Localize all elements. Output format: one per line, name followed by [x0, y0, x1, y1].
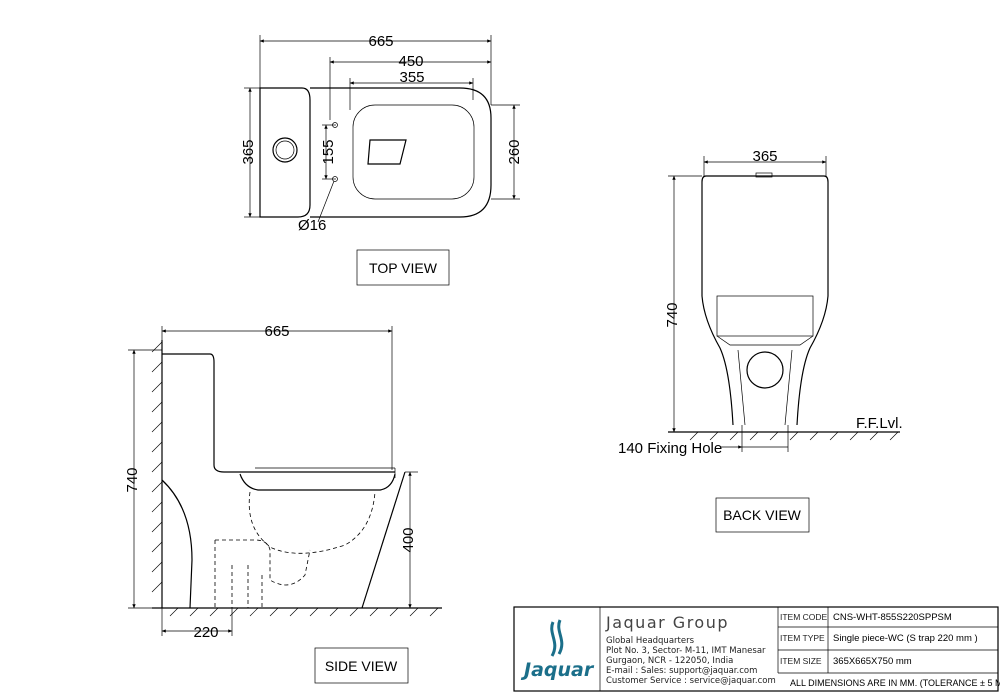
- back-fixing-hole: 140 Fixing Hole: [618, 440, 722, 457]
- company-name: Jaquar Group: [605, 613, 729, 632]
- field-value-type: Single piece-WC (S trap 220 mm ): [833, 633, 978, 644]
- side-dim-665: 665: [264, 323, 289, 340]
- side-dim-740: 740: [124, 467, 141, 492]
- field-key-type: ITEM TYPE: [780, 633, 825, 643]
- field-key-code: ITEM CODE: [780, 612, 828, 622]
- tolerance-note: ALL DIMENSIONS ARE IN MM. (TOLERANCE ± 5…: [790, 678, 1000, 688]
- back-view: 365 740 F.F.Lvl. 140 Fixing Hole: [618, 148, 903, 533]
- address-line-4: E-mail : Sales: support@jaquar.com: [606, 666, 757, 676]
- title-block: Jaquar Jaquar Group Global Headquarters …: [513, 606, 1000, 692]
- side-dim-400: 400: [400, 527, 417, 552]
- top-dim-hole: Ø16: [298, 217, 326, 234]
- address-line-2: Plot No. 3, Sector- M-11, IMT Manesar: [606, 646, 766, 656]
- top-view-label: TOP VIEW: [369, 260, 438, 276]
- top-dim-260: 260: [506, 139, 523, 164]
- top-dim-155: 155: [320, 139, 337, 164]
- top-dim-355: 355: [399, 69, 424, 86]
- top-dim-365: 365: [240, 139, 257, 164]
- top-view: 665 450 355 365 155 260 Ø16 TOP VIEW: [240, 33, 523, 286]
- address-line-1: Global Headquarters: [606, 636, 695, 646]
- side-dim-220: 220: [193, 624, 218, 641]
- field-value-size: 365X665X750 mm: [833, 656, 912, 667]
- field-value-code: CNS-WHT-855S220SPPSM: [833, 612, 952, 623]
- back-dim-365: 365: [752, 148, 777, 165]
- side-view-label: SIDE VIEW: [325, 658, 398, 674]
- side-view: 665 740 400 220 SIDE VIEW: [124, 323, 442, 684]
- back-view-label: BACK VIEW: [723, 507, 802, 523]
- back-dim-740: 740: [664, 302, 681, 327]
- field-key-size: ITEM SIZE: [780, 656, 822, 666]
- logo-text: Jaquar: [520, 659, 595, 681]
- top-dim-450: 450: [398, 53, 423, 70]
- back-ffl: F.F.Lvl.: [856, 415, 903, 432]
- jaquar-logo: Jaquar: [520, 619, 595, 681]
- address-line-3: Gurgaon, NCR - 122050, India: [606, 656, 733, 666]
- top-dim-665: 665: [368, 33, 393, 50]
- address-line-5: Customer Service : service@jaquar.com: [606, 676, 776, 686]
